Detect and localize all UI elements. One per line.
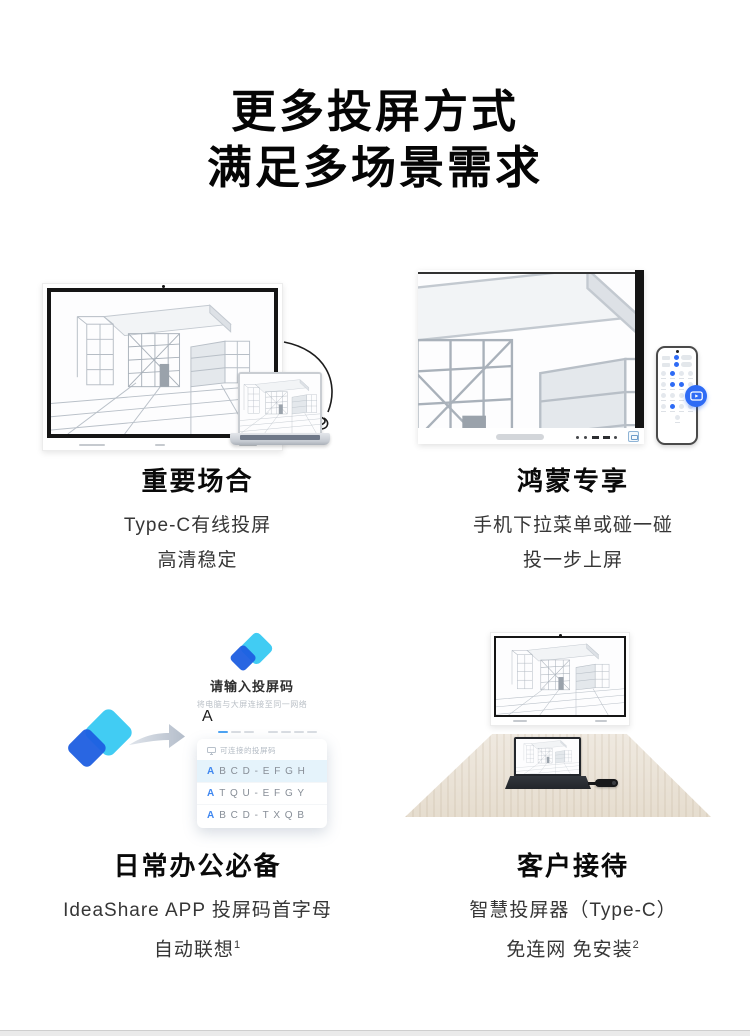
- dropdown-header: 可连接的投屏码: [197, 739, 327, 760]
- feature-desc-line1: Type-C有线投屏: [123, 515, 272, 536]
- ideashare-logo: [66, 706, 135, 774]
- feature-heading: 鸿蒙专享: [516, 466, 629, 496]
- feature-desc-line1: 智慧投屏器（Type-C）: [469, 900, 677, 921]
- quick-settings-grid: [661, 371, 693, 423]
- cast-code-option: A B C D - T X Q B: [197, 804, 327, 826]
- display-screen: [418, 272, 635, 428]
- display-camera-dot: [161, 285, 165, 288]
- wireframe-building-zoomed: [418, 274, 635, 428]
- wireless-cast-badge: [685, 385, 707, 407]
- feature-heading: 日常办公必备: [113, 851, 282, 881]
- wireframe-building-image: [496, 638, 624, 715]
- feature-desc-line1: 手机下拉菜单或碰一碰: [472, 515, 673, 536]
- ideahub-display: [42, 283, 283, 451]
- feature-heading: 重要场合: [141, 466, 254, 496]
- page-title-line2: 满足多场景需求: [206, 142, 543, 193]
- wifi-toggle-icon: [674, 355, 679, 360]
- transfer-arrow-icon: [129, 724, 185, 748]
- dropdown-header-label: 可连接的投屏码: [220, 746, 276, 755]
- bluetooth-toggle-icon: [674, 362, 679, 367]
- laptop-mirrored-image: [516, 739, 579, 774]
- display-screen: [47, 288, 278, 438]
- feature-desc-line2: 自动联想: [153, 939, 234, 961]
- laptop-keyboard: [240, 435, 320, 440]
- display-bottom-bezel: [418, 428, 644, 444]
- laptop-mirrored-image: [240, 374, 320, 434]
- wireless-cast-icon: [689, 390, 703, 401]
- dongle-cable: [588, 782, 596, 785]
- cast-code-input-value: A: [202, 708, 213, 725]
- feature-desc-line2: 高清稳定: [157, 550, 238, 571]
- laptop-screen: [238, 372, 322, 434]
- cast-code-option: A B C D - E F G H: [197, 760, 327, 782]
- display-screen: [494, 636, 626, 717]
- guest-laptop-screen: [514, 737, 581, 776]
- footnote-marker: 1: [233, 939, 242, 951]
- footnote-marker: 2: [632, 939, 640, 951]
- cast-prompt-subtitle: 将电脑与大屏连接至同一网络: [196, 700, 308, 709]
- home-button-icon: [628, 431, 639, 442]
- cast-prompt-title: 请输入投屏码: [209, 679, 294, 694]
- display-right-bezel: [635, 270, 644, 428]
- feature-daily-office: 日常办公必备 IdeaShare APP 投屏码首字母 自动联想1: [25, 846, 370, 967]
- cast-code-prompt: 请输入投屏码 将电脑与大屏连接至同一网络: [187, 676, 317, 710]
- speaker-grille: [496, 434, 544, 440]
- cast-code-option: A T Q U - E F G Y: [197, 782, 327, 804]
- feature-customer-reception: 客户接待 智慧投屏器（Type-C） 免连网 免安装2: [408, 846, 738, 967]
- feature-desc-line1: IdeaShare APP 投屏码首字母: [63, 900, 332, 921]
- display-camera-dot: [559, 634, 562, 637]
- feature-heading: 客户接待: [516, 851, 629, 881]
- cast-code-input: A: [202, 708, 328, 734]
- feature-harmonyos: 鸿蒙专享 手机下拉菜单或碰一碰 投一步上屏: [408, 461, 738, 578]
- phone-camera-dot: [676, 350, 679, 353]
- laptop-keyboard-deck: [230, 433, 330, 445]
- page-title-line1: 更多投屏方式: [230, 86, 519, 137]
- ideashare-logo-small: [228, 630, 275, 676]
- feature-important-occasions: 重要场合 Type-C有线投屏 高清稳定: [30, 461, 365, 578]
- page-title: 更多投屏方式 满足多场景需求: [0, 84, 750, 196]
- page-bottom-divider: [0, 1030, 750, 1036]
- harmonyos-phone: [656, 346, 698, 445]
- cast-dongle: [595, 779, 618, 787]
- ideahub-display-cropped: [418, 270, 644, 444]
- quick-settings-toggle-row: [662, 362, 692, 367]
- feature-desc-line2: 投一步上屏: [522, 550, 623, 571]
- cast-code-dropdown: 可连接的投屏码 A B C D - E F G H A T Q U - E F …: [197, 739, 327, 828]
- conference-display: [490, 632, 630, 726]
- quick-settings-toggle-row: [662, 355, 692, 360]
- cast-code-slots: [218, 731, 317, 733]
- feature-desc-line2: 免连网 免安装: [506, 939, 633, 961]
- display-icon: [207, 746, 216, 755]
- guest-laptop-keyboard: [505, 776, 591, 789]
